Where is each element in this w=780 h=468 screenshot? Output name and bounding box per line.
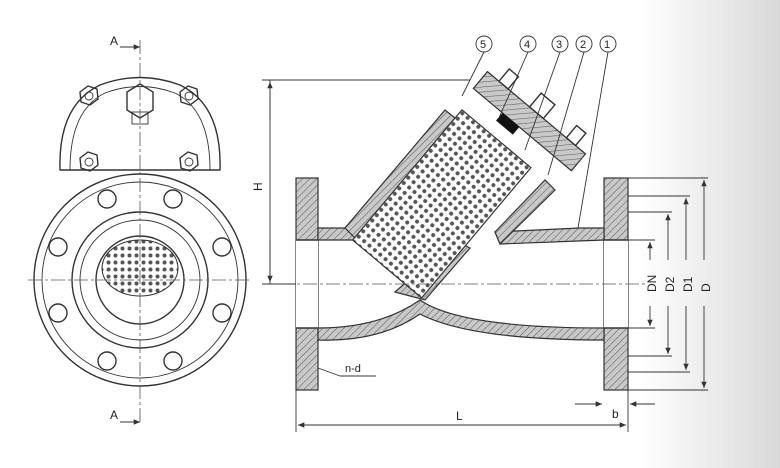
cover-bolt <box>79 85 99 106</box>
part-balloon-3: 3 <box>524 35 569 151</box>
dim-D1-group: D1 <box>628 195 695 373</box>
bolt-hole <box>97 189 117 209</box>
dim-L: L <box>456 409 463 423</box>
svg-text:3: 3 <box>556 39 562 51</box>
dim-D2: D2 <box>663 276 677 292</box>
svg-text:5: 5 <box>480 39 486 51</box>
dim-DN: DN <box>645 275 659 292</box>
section-label-top: A <box>110 34 118 48</box>
cover-bolt <box>179 151 199 172</box>
bolt-hole <box>163 351 183 371</box>
part-balloon-5: 5 <box>461 35 493 97</box>
bolt-hole <box>97 351 117 371</box>
drain-plug <box>126 83 154 119</box>
dim-D-group: D <box>628 177 713 391</box>
bonnet-wall-right <box>494 179 556 246</box>
bolt-hole <box>48 237 68 257</box>
section-view: H L b n-d DN D2 <box>251 35 713 432</box>
bolt-hole <box>48 303 68 323</box>
dim-nd: n-d <box>345 363 361 375</box>
section-label-bottom: A <box>110 408 118 422</box>
body-wall-bottom <box>317 299 605 341</box>
part-balloon-1: 1 <box>577 35 617 229</box>
svg-text:4: 4 <box>524 39 530 51</box>
dim-D2-group: D2 <box>628 211 677 357</box>
bolt-hole <box>212 237 232 257</box>
cover-bolt <box>79 151 99 172</box>
dim-DN-group: DN <box>628 239 659 329</box>
part-balloon-4: 4 <box>497 35 537 121</box>
svg-text:2: 2 <box>580 39 586 51</box>
gasket <box>496 112 520 135</box>
part-balloon-2: 2 <box>547 35 593 176</box>
dim-D1: D1 <box>681 276 695 292</box>
end-view: A A <box>28 34 252 425</box>
svg-text:1: 1 <box>604 39 610 51</box>
dim-b: b <box>612 407 619 421</box>
cover-flange <box>59 76 221 171</box>
dim-D: D <box>699 283 713 292</box>
strainer-screen <box>351 108 532 299</box>
bolt-hole <box>212 303 232 323</box>
cover-bolt <box>179 85 199 106</box>
dim-H: H <box>251 182 265 191</box>
bolt-hole <box>163 189 183 209</box>
